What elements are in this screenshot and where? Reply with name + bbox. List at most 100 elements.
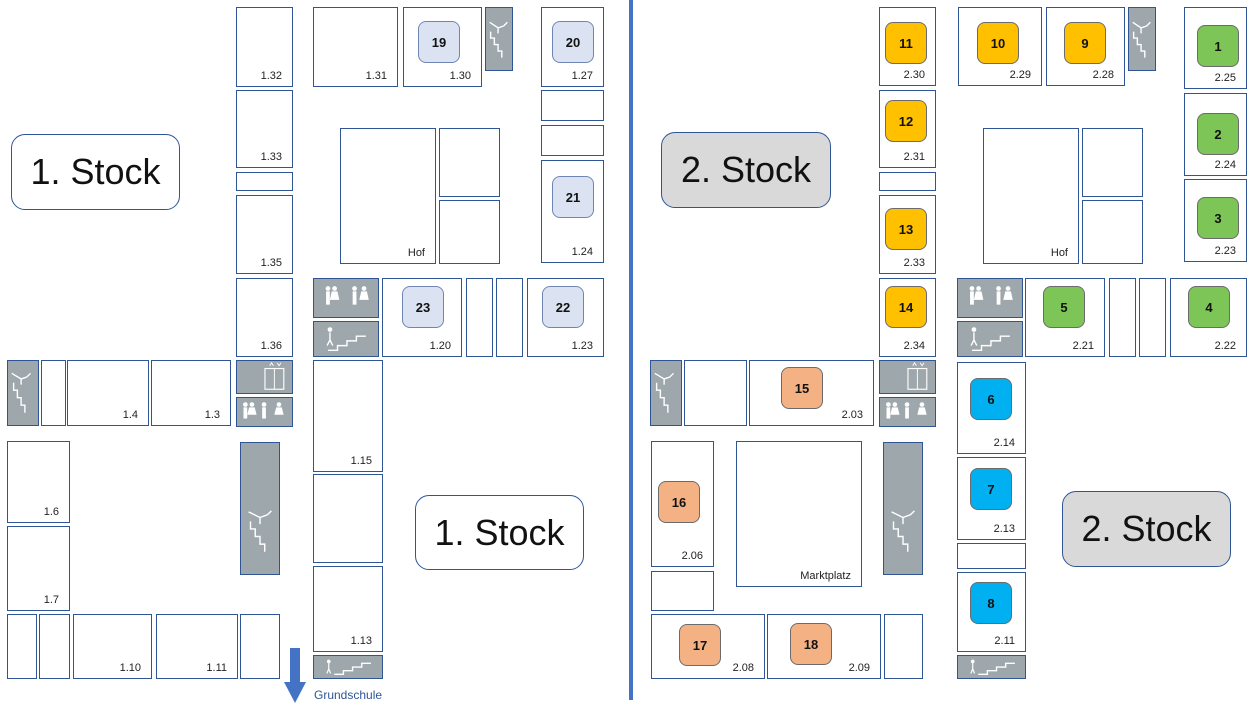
room-small <box>957 543 1026 569</box>
marker-15[interactable]: 15 <box>781 367 823 409</box>
marker-5[interactable]: 5 <box>1043 286 1085 328</box>
room-number: 2.22 <box>1214 340 1236 352</box>
floor-label-1-top: 1. Stock <box>11 134 180 210</box>
room-number: 2.24 <box>1214 159 1236 171</box>
escape-stairs-top <box>485 7 513 71</box>
marker-12[interactable]: 12 <box>885 100 927 142</box>
room-1-7[interactable]: 1.7 <box>7 526 70 611</box>
room-1-33[interactable]: 1.33 <box>236 90 293 168</box>
escape-stairs-icon <box>489 21 508 58</box>
room-small <box>884 614 923 679</box>
marker-22[interactable]: 22 <box>542 286 584 328</box>
marker-21[interactable]: 21 <box>552 176 594 218</box>
room-number: 2.13 <box>993 523 1015 535</box>
room-number: 2.28 <box>1092 69 1114 81</box>
marker-3[interactable]: 3 <box>1197 197 1239 239</box>
marker-20[interactable]: 20 <box>552 21 594 63</box>
grundschule-label[interactable]: Grundschule <box>314 688 383 702</box>
room-small <box>496 278 523 357</box>
escape-stairs-left <box>7 360 39 426</box>
courtyard-hof: Hof <box>983 128 1079 264</box>
marker-18[interactable]: 18 <box>790 623 832 665</box>
room-1-32[interactable]: 1.32 <box>236 7 293 87</box>
room-small <box>41 360 66 426</box>
stairs-symbol <box>957 655 1026 679</box>
room-number: 1.13 <box>350 635 372 647</box>
room-number: 2.06 <box>681 550 703 562</box>
room-1-36[interactable]: 1.36 <box>236 278 293 357</box>
toilet-symbol <box>313 278 379 318</box>
escape-stairs-icon <box>1132 21 1151 58</box>
marker-7[interactable]: 7 <box>970 468 1012 510</box>
elevator-icon <box>264 362 285 390</box>
floor-label-2-top: 2. Stock <box>661 132 831 208</box>
room-number: 2.31 <box>903 151 925 163</box>
marker-23[interactable]: 23 <box>402 286 444 328</box>
marker-17[interactable]: 17 <box>679 624 721 666</box>
marker-16[interactable]: 16 <box>658 481 700 523</box>
room-1-15[interactable]: 1.15 <box>313 360 383 472</box>
marktplatz-label: Marktplatz <box>800 570 851 582</box>
room-small <box>466 278 493 357</box>
stairs-symbol <box>957 321 1023 357</box>
floor-label-2-bottom: 2. Stock <box>1062 491 1231 567</box>
room-small <box>7 614 37 679</box>
floor-divider <box>629 0 633 700</box>
room-small <box>879 172 936 191</box>
floor-label-1-bottom: 1. Stock <box>415 495 584 570</box>
stairs-symbol <box>313 655 383 679</box>
marker-9[interactable]: 9 <box>1064 22 1106 64</box>
stairs-icon <box>970 659 1015 676</box>
marker-6[interactable]: 6 <box>970 378 1012 420</box>
room-number: 2.21 <box>1072 340 1094 352</box>
room-number: 1.31 <box>365 70 387 82</box>
marker-19[interactable]: 19 <box>418 21 460 63</box>
room-number: 1.23 <box>571 340 593 352</box>
room-1-31[interactable]: 1.31 <box>313 7 398 87</box>
elevator-symbol <box>879 360 936 394</box>
room-small <box>439 200 500 264</box>
marker-4[interactable]: 4 <box>1188 286 1230 328</box>
room-number: 1.11 <box>206 662 227 674</box>
marker-2[interactable]: 2 <box>1197 113 1239 155</box>
room-small <box>439 128 500 197</box>
room-small <box>541 125 604 156</box>
escape-stairs-icon <box>248 510 272 552</box>
room-small <box>240 614 280 679</box>
toilet-icon <box>243 402 284 419</box>
room-number: 1.7 <box>43 594 59 606</box>
marker-1[interactable]: 1 <box>1197 25 1239 67</box>
room-1-6[interactable]: 1.6 <box>7 441 70 523</box>
marker-11[interactable]: 11 <box>885 22 927 64</box>
marker-8[interactable]: 8 <box>970 582 1012 624</box>
room-small <box>1139 278 1166 357</box>
room-small <box>1109 278 1136 357</box>
escape-stairs-top <box>1128 7 1156 71</box>
room-small <box>1082 200 1143 264</box>
marker-10[interactable]: 10 <box>977 22 1019 64</box>
room-number: 2.11 <box>994 635 1015 647</box>
room-1-13[interactable]: 1.13 <box>313 566 383 652</box>
toilet-symbol <box>879 397 936 427</box>
room-number: 2.03 <box>841 409 863 421</box>
room-number: 1.33 <box>260 151 282 163</box>
room-1-4[interactable]: 1.4 <box>67 360 149 426</box>
marker-13[interactable]: 13 <box>885 208 927 250</box>
room-1-3[interactable]: 1.3 <box>151 360 231 426</box>
room-number: 1.36 <box>260 340 282 352</box>
room-number: 1.27 <box>571 70 593 82</box>
marker-14[interactable]: 14 <box>885 286 927 328</box>
room-1-35[interactable]: 1.35 <box>236 195 293 274</box>
escape-stairs-icon <box>11 372 31 413</box>
room-1-11[interactable]: 1.11 <box>156 614 238 679</box>
room-number: 1.3 <box>204 409 220 421</box>
room-1-10[interactable]: 1.10 <box>73 614 152 679</box>
room-number: 1.6 <box>43 506 59 518</box>
room-small <box>313 474 383 563</box>
room-number: 1.30 <box>449 70 471 82</box>
room-number: 2.30 <box>903 69 925 81</box>
room-number: 2.23 <box>1214 245 1236 257</box>
room-small <box>39 614 70 679</box>
room-small <box>1082 128 1143 197</box>
escape-stairs-icon <box>654 372 674 413</box>
